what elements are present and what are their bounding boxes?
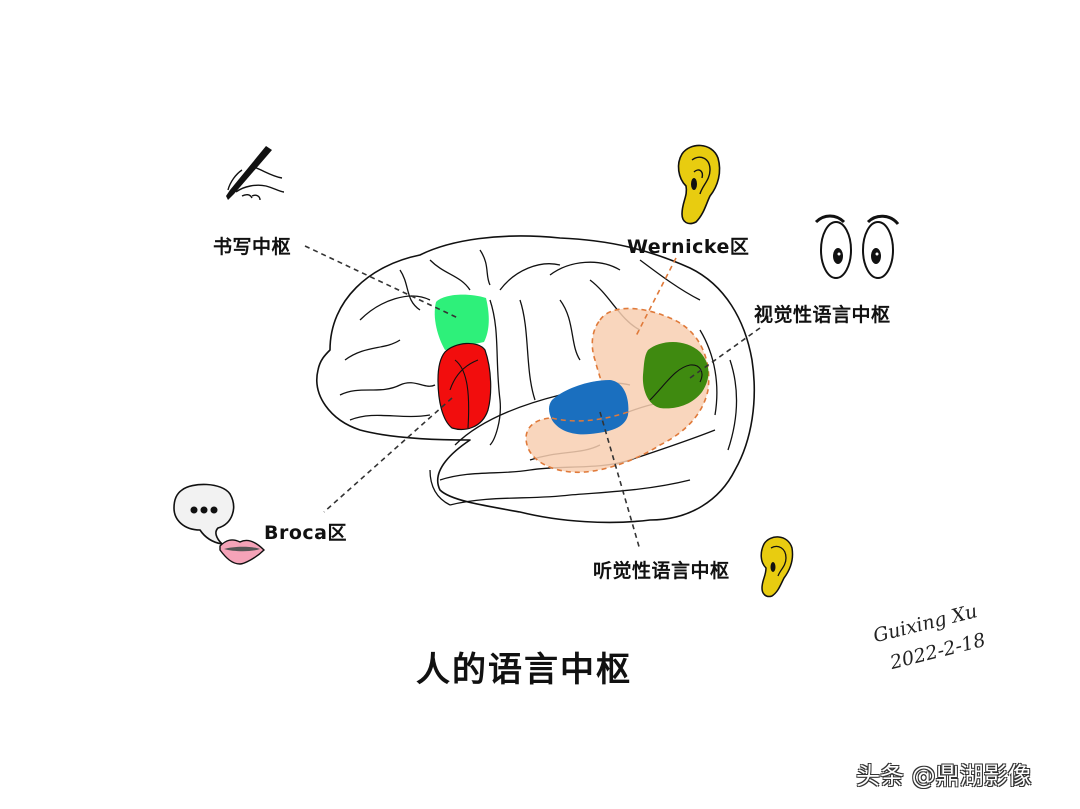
eyes-icon — [814, 214, 900, 279]
hand-writing-pen-icon — [226, 146, 285, 201]
broca-sulcus — [454, 359, 470, 429]
leader-wernicke — [635, 257, 677, 337]
speech-bubble-lips-icon — [173, 483, 265, 565]
source-watermark: 头条 @鼎湖影像 — [856, 762, 1032, 790]
broca-region — [437, 342, 492, 431]
auditory-center-region — [549, 380, 629, 435]
wernicke-area-label: Wernicke区 — [627, 236, 750, 258]
leader-lines — [304, 245, 761, 551]
broca-area-label: Broca区 — [264, 522, 347, 544]
writing-center-label: 书写中枢 — [213, 236, 292, 258]
leader-writing — [304, 245, 459, 319]
visual-sulcus — [649, 364, 703, 401]
ear-icon-wernicke — [677, 144, 721, 225]
ear-icon-auditory — [760, 536, 794, 598]
visual-center-region — [642, 342, 709, 409]
leader-auditory — [599, 411, 641, 551]
leader-broca — [323, 397, 453, 513]
visual-language-center-label: 视觉性语言中枢 — [754, 304, 891, 326]
writing-center-region — [434, 294, 489, 350]
broca-sulcus-2 — [449, 359, 479, 391]
diagram-title: 人的语言中枢 — [416, 650, 632, 690]
auditory-language-center-label: 听觉性语言中枢 — [593, 560, 730, 582]
auditory-dashed-divider — [551, 411, 629, 422]
